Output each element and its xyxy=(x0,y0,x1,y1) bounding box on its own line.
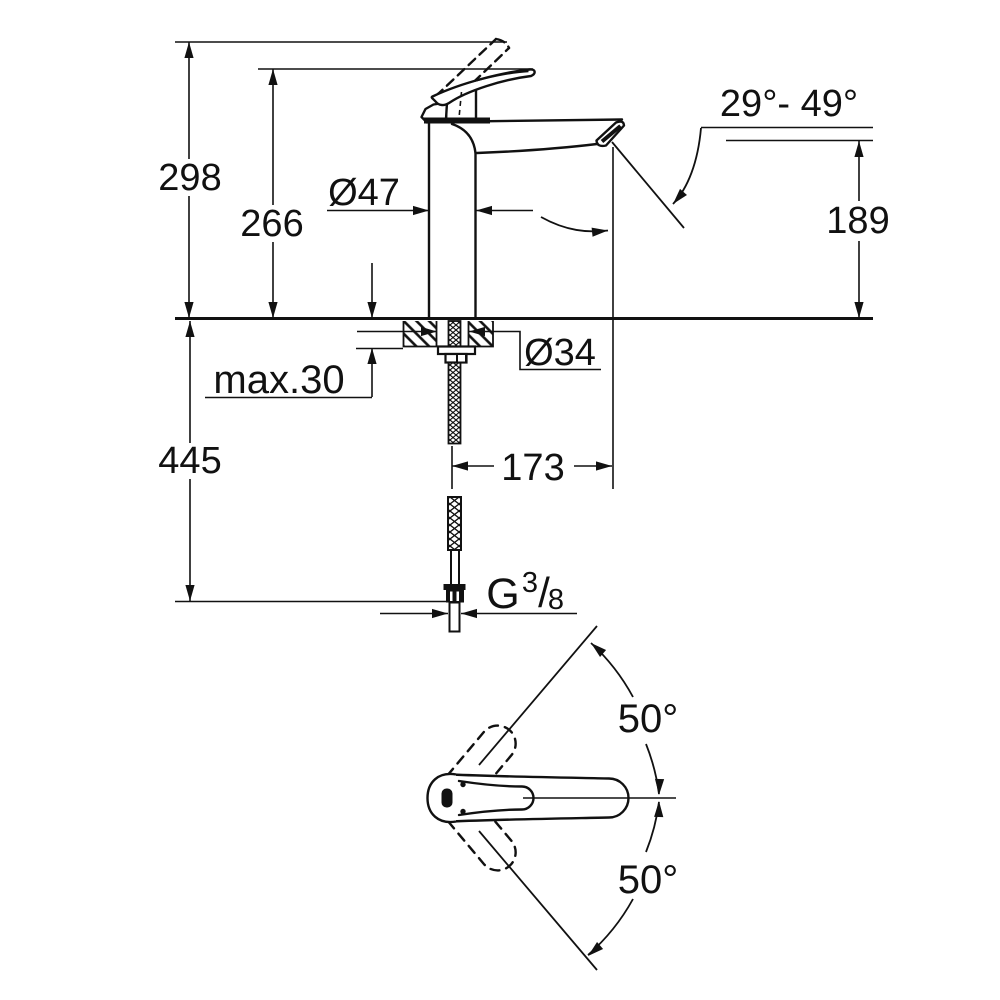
dimension-lines xyxy=(188,42,860,601)
handle-base-shadow xyxy=(424,117,490,124)
label-hose-length: 445 xyxy=(158,440,221,482)
label-thread-size: G 3 / 8 xyxy=(486,567,564,618)
hose-connector-nut xyxy=(446,590,464,603)
thread-slash: / xyxy=(538,569,550,616)
label-swivel-angle-lower: 50° xyxy=(618,858,679,902)
label-stream-angle-range: 29°- 49° xyxy=(720,83,858,125)
thread-prefix: G xyxy=(486,570,519,618)
stream-direction-line xyxy=(611,141,685,229)
thread-nipple xyxy=(448,601,461,633)
side-view-labels: 298 266 445 189 173 Ø47 Ø34 max.30 29°- … xyxy=(151,83,900,618)
top-view-swivel: 50° 50° xyxy=(426,625,679,971)
label-overall-height: 298 xyxy=(158,157,221,199)
arrowheads xyxy=(184,42,864,619)
raised-handle-dashed xyxy=(434,37,511,105)
side-view: 298 266 445 189 173 Ø47 Ø34 max.30 29°- … xyxy=(151,37,900,633)
cartridge-hidden-line xyxy=(458,91,463,119)
spout-underside xyxy=(475,142,599,155)
label-spout-reach: 173 xyxy=(501,447,564,489)
threaded-rod xyxy=(447,361,462,445)
thread-denominator: 8 xyxy=(548,584,564,616)
supply-hose xyxy=(443,496,466,633)
handle-lever xyxy=(430,68,536,107)
mounting-assembly xyxy=(402,320,494,445)
threaded-stud xyxy=(447,320,462,348)
thread-numerator: 3 xyxy=(522,567,538,599)
handle-rotated-down-dashed xyxy=(446,795,517,872)
flex-hose xyxy=(447,496,462,551)
handle-rotated-up-dashed xyxy=(446,724,517,801)
swivel-line-lower xyxy=(478,830,598,971)
faucet-outline xyxy=(420,37,626,320)
handle-head-slot xyxy=(441,788,453,808)
extension-lines xyxy=(175,41,873,615)
label-spout-height: 189 xyxy=(826,200,889,242)
label-swivel-angle-upper: 50° xyxy=(618,697,679,741)
label-max-deck-thickness: max.30 xyxy=(213,358,344,402)
swivel-arcs xyxy=(587,642,665,956)
swivel-line-upper xyxy=(478,625,598,766)
label-body-diameter: Ø47 xyxy=(328,172,400,214)
label-handle-height: 266 xyxy=(240,203,303,245)
mounting-washer xyxy=(436,345,477,356)
hose-connector-flange xyxy=(443,584,466,590)
label-hole-diameter: Ø34 xyxy=(524,332,596,374)
